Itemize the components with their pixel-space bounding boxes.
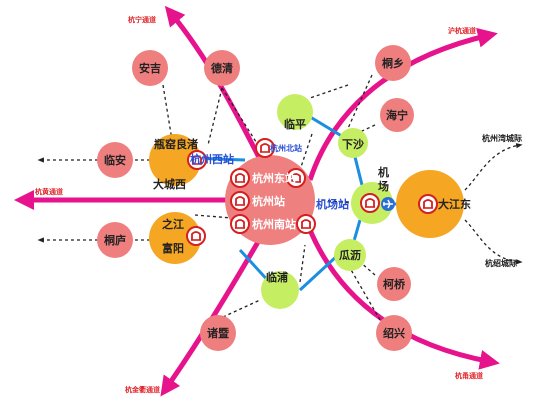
rail-label-top: 杭州湾城际 <box>482 133 522 143</box>
airplane-icon <box>381 197 395 211</box>
city-label: 临平 <box>284 117 306 131</box>
city-label: 大城西 <box>153 177 186 191</box>
railway-station-icon <box>230 214 250 234</box>
station-label: 杭州西站 <box>190 152 234 166</box>
corridor-label-hu: 沪杭通道 <box>448 26 476 35</box>
railway-station-icon <box>296 214 316 234</box>
city-label: 绍兴 <box>383 326 405 340</box>
city-label: 下沙 <box>342 138 364 151</box>
station-label: 杭州站 <box>252 194 285 208</box>
city-label: 诸暨 <box>207 326 229 340</box>
railway-station-icon <box>230 168 250 188</box>
railway-station-icon <box>360 193 380 213</box>
railway-station-icon <box>186 226 206 246</box>
station-label: 机场站 <box>316 197 349 211</box>
tongxiang-node[interactable] <box>375 45 411 81</box>
railway-station-icon <box>418 194 438 214</box>
linping-node[interactable] <box>277 94 313 130</box>
city-label: 临浦 <box>266 270 288 284</box>
zhuji-node[interactable] <box>200 315 236 351</box>
corridor-label-bottom-left: 杭金衢通道 <box>125 385 160 394</box>
city-label: 大江东 <box>438 197 471 211</box>
linpu-node[interactable] <box>261 271 299 309</box>
city-label: 瓶窑良渚 <box>154 137 198 151</box>
deqing-node[interactable] <box>204 50 240 86</box>
anji-node[interactable] <box>132 50 168 86</box>
railway-station-icon <box>230 191 250 211</box>
corridor-lines <box>14 5 500 397</box>
lin-an-node[interactable] <box>97 142 133 178</box>
zhijiang-fuyang-node[interactable] <box>149 212 201 264</box>
rail-label-bottom: 杭绍城际 <box>485 258 517 268</box>
city-label: 桐庐 <box>104 233 126 247</box>
station-label: 杭州北站 <box>270 143 302 153</box>
city-label: 安吉 <box>139 61 161 75</box>
shaoxing-node[interactable] <box>376 315 412 351</box>
city-label: 之江 <box>162 217 184 231</box>
keqiao-node[interactable] <box>377 267 411 301</box>
xiasha-node[interactable] <box>338 128 368 158</box>
station-label: 杭州东站 <box>252 171 296 185</box>
station-label: 杭州南站 <box>252 217 296 231</box>
city-label: 富阳 <box>162 241 184 255</box>
pingyao-liangzhu-node[interactable] <box>149 134 201 186</box>
city-label: 机 <box>378 165 389 179</box>
haining-node[interactable] <box>380 98 414 132</box>
guali-node[interactable] <box>334 239 366 271</box>
city-label: 场 <box>378 179 389 193</box>
corridor-label-left: 杭黄通道 <box>35 187 63 196</box>
city-label: 临安 <box>104 153 126 167</box>
dashed-links <box>37 74 523 323</box>
city-label: 柯桥 <box>383 277 406 291</box>
city-label: 瓜沥 <box>339 248 361 262</box>
tonglu-node[interactable] <box>97 222 133 258</box>
city-label: 海宁 <box>386 108 408 122</box>
corridor-label-ningbo: 杭宁通道 <box>128 15 156 24</box>
city-label: 德清 <box>210 61 233 75</box>
city-label: 桐乡 <box>382 56 404 70</box>
corridor-label-bottom-right: 杭甬通道 <box>455 371 483 380</box>
